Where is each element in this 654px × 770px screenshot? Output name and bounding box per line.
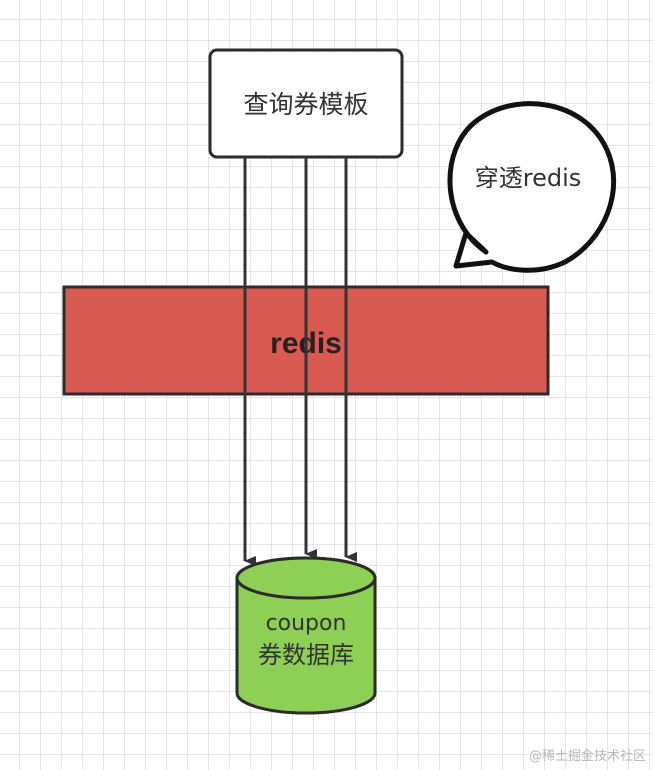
template-query-label: 查询券模板 [243, 90, 368, 119]
database-label-line2: 券数据库 [258, 641, 354, 669]
speech-bubble: 穿透redis [447, 101, 617, 273]
database-label-line1: coupon [266, 611, 347, 636]
coupon-database: coupon 券数据库 [235, 556, 377, 715]
bubble-label: 穿透redis [475, 164, 582, 192]
watermark: @稀土掘金技术社区 [528, 749, 646, 764]
